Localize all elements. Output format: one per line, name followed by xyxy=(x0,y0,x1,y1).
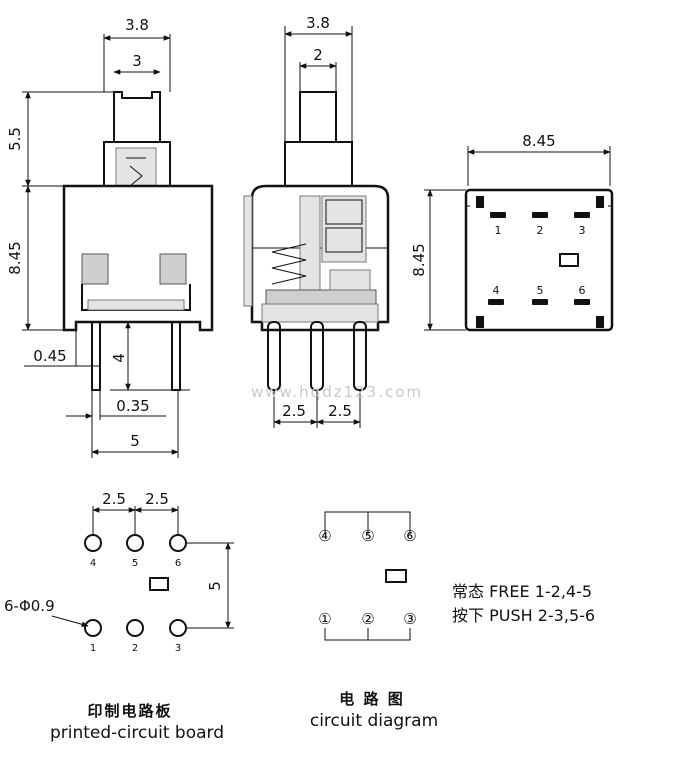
front-view: 3.8 3 5.5 8.45 0.45 4 xyxy=(6,16,214,458)
bottom-pin-4: 4 xyxy=(493,284,500,297)
circuit-caption-cn: 电 路 图 xyxy=(339,690,404,708)
front-width-outer: 3.8 xyxy=(125,16,149,34)
pcb-pin-2: 2 xyxy=(132,643,138,654)
side-width-inner: 2 xyxy=(313,46,323,64)
front-pin-thickness: 0.45 xyxy=(33,347,66,365)
switch-state-legend: 常态 FREE 1-2,4-5 按下 PUSH 2-3,5-6 xyxy=(452,582,595,625)
front-pin-width: 0.35 xyxy=(116,397,149,415)
side-pitch-left: 2.5 xyxy=(282,402,306,420)
bottom-width: 8.45 xyxy=(522,132,555,150)
circuit-pin-4: ④ xyxy=(318,527,331,545)
pcb-caption-en: printed-circuit board xyxy=(50,723,224,743)
pcb-pitch-left: 2.5 xyxy=(102,490,126,508)
legend-push: 按下 PUSH 2-3,5-6 xyxy=(452,606,595,625)
bottom-height: 8.45 xyxy=(410,243,428,276)
pcb-pitch-right: 2.5 xyxy=(145,490,169,508)
bottom-pin-1: 1 xyxy=(495,224,502,237)
pcb-pin-1: 1 xyxy=(90,643,96,654)
bottom-pin-2: 2 xyxy=(537,224,544,237)
circuit-pin-1: ① xyxy=(318,610,331,628)
pcb-pin-3: 3 xyxy=(175,643,181,654)
front-height-body: 8.45 xyxy=(6,241,24,274)
circuit-pin-5: ⑤ xyxy=(361,527,374,545)
front-height-top: 5.5 xyxy=(6,127,24,151)
front-pin-length: 4 xyxy=(110,353,128,363)
pcb-hole-note: 6-Φ0.9 xyxy=(4,597,55,615)
pcb-pin-5: 5 xyxy=(132,558,138,569)
circuit-pin-6: ⑥ xyxy=(403,527,416,545)
pcb-layout: 2.5 2.5 4 5 6 1 2 3 5 6-Φ0.9 印制电路板 print… xyxy=(4,490,234,743)
front-width-inner: 3 xyxy=(132,52,142,70)
side-view: 3.8 2 2.5 2.5 www.hqdz123.com xyxy=(243,14,423,428)
legend-free: 常态 FREE 1-2,4-5 xyxy=(452,582,592,601)
circuit-pin-3: ③ xyxy=(403,610,416,628)
front-pin-span: 5 xyxy=(130,432,140,450)
side-width-outer: 3.8 xyxy=(306,14,330,32)
bottom-view: 8.45 8.45 1 2 3 4 5 6 xyxy=(410,132,614,332)
circuit-pin-2: ② xyxy=(361,610,374,628)
pcb-pin-6: 6 xyxy=(175,558,181,569)
circuit-diagram: ④ ⑤ ⑥ ① ② ③ 电 路 图 circuit diagram xyxy=(310,511,438,731)
bottom-pin-6: 6 xyxy=(579,284,586,297)
pcb-pin-4: 4 xyxy=(90,558,96,569)
pcb-caption-cn: 印制电路板 xyxy=(87,702,172,720)
pcb-row-spacing: 5 xyxy=(206,581,224,591)
circuit-caption-en: circuit diagram xyxy=(310,711,438,731)
bottom-pin-3: 3 xyxy=(579,224,586,237)
bottom-pin-5: 5 xyxy=(537,284,544,297)
side-pitch-right: 2.5 xyxy=(328,402,352,420)
watermark: www.hqdz123.com xyxy=(251,383,423,401)
